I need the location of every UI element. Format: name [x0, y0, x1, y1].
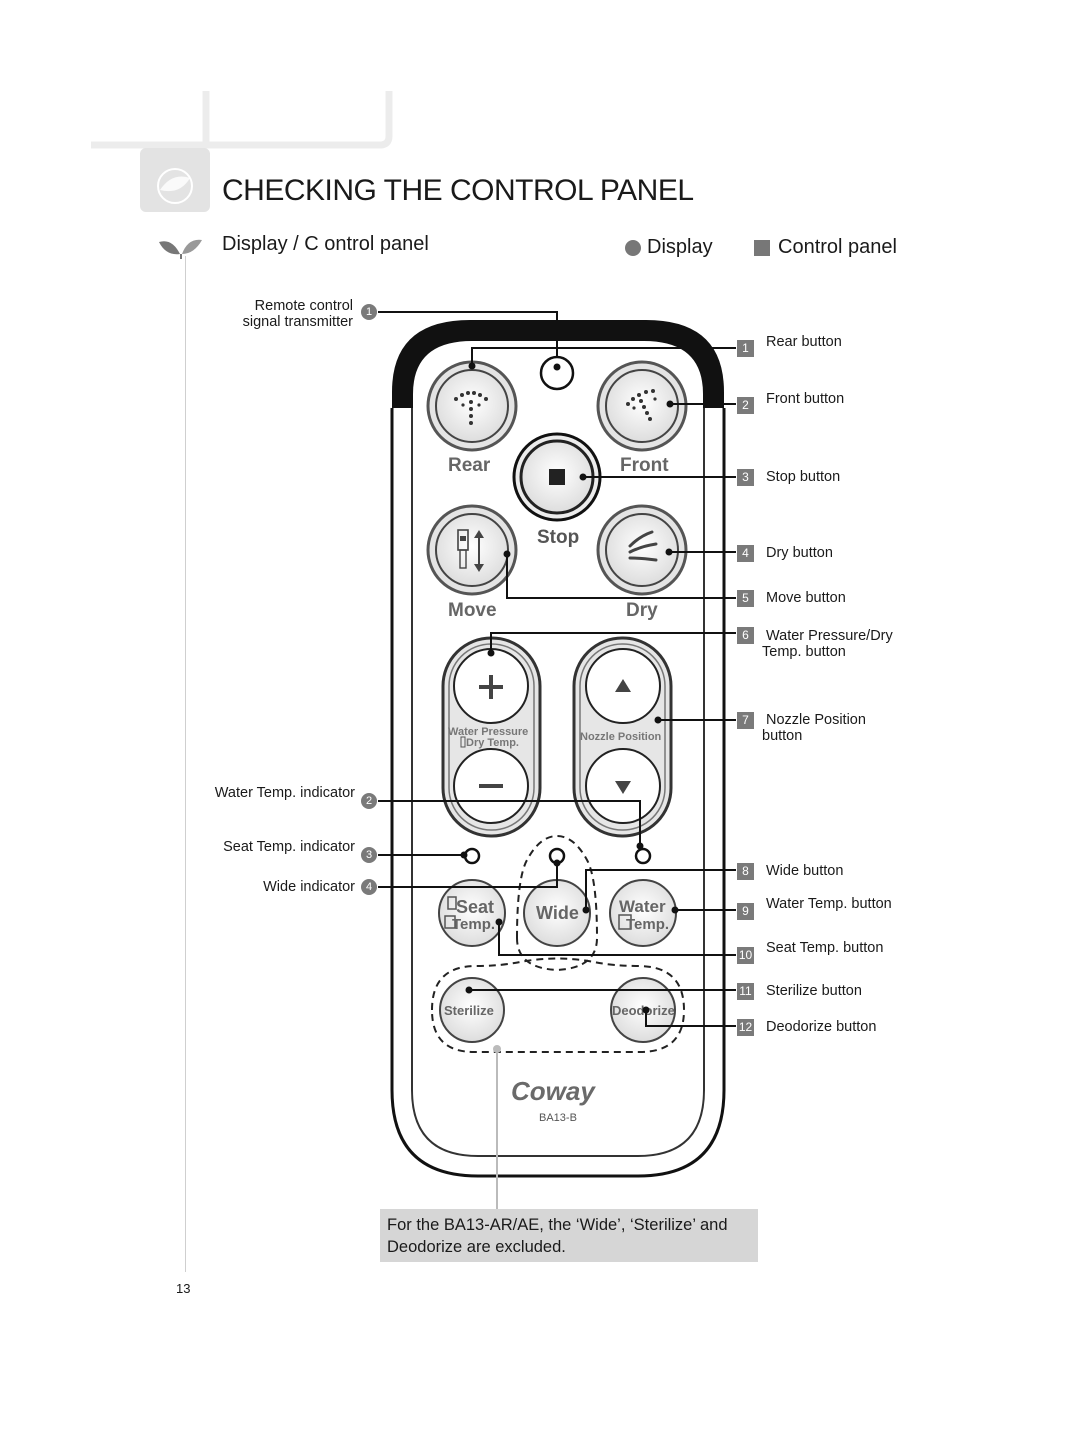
- sprout-icon: [159, 239, 202, 259]
- control-number-2: 2: [737, 397, 754, 414]
- control-number-6: 6: [737, 627, 754, 644]
- dry-temp-label: Dry Temp.: [466, 737, 519, 749]
- rear-button[interactable]: [426, 360, 518, 452]
- page-title: CHECKING THE CONTROL PANEL: [222, 174, 694, 207]
- brand-logo: Coway: [511, 1076, 596, 1106]
- section-subtitle: Display / C ontrol panel: [222, 233, 429, 255]
- margin-rule: [185, 256, 186, 1272]
- square-bullet-icon: [754, 240, 770, 256]
- seat-temp-indicator-icon: [447, 896, 457, 910]
- display-label-1: Remote control signal transmitter: [242, 298, 353, 330]
- seat-temp-level-icon: [444, 915, 456, 929]
- display-number-1: 1: [361, 304, 377, 320]
- control-number-12: 12: [737, 1019, 754, 1036]
- stop-square-icon: [549, 469, 565, 485]
- triangle-up-icon: [615, 679, 631, 692]
- display-label-4: Wide indicator: [263, 879, 355, 895]
- note-pointer-dot: [493, 1045, 501, 1053]
- plus-icon: [479, 675, 503, 699]
- control-number-1: 1: [737, 340, 754, 357]
- stop-label: Stop: [537, 527, 579, 548]
- control-label-4: Dry button: [766, 545, 833, 561]
- control-label-9: Water Temp. button: [766, 896, 892, 912]
- water-temp-level-icon: [618, 914, 632, 930]
- control-label-10: Seat Temp. button: [766, 940, 884, 956]
- sterilize-dashed-outline: [430, 957, 686, 1053]
- control-number-8: 8: [737, 863, 754, 880]
- water-temp-label: Temp.: [626, 916, 669, 933]
- water-pressure-label: Water Pressure: [448, 726, 528, 738]
- control-label-12: Deodorize button: [766, 1019, 877, 1035]
- water-label: Water: [619, 897, 666, 916]
- move-label: Move: [448, 600, 497, 621]
- signal-transmitter: [539, 355, 575, 391]
- dry-temp-indicator-icon: [460, 736, 466, 748]
- water-temp-led: [634, 847, 652, 865]
- control-number-4: 4: [737, 545, 754, 562]
- rear-spray-icon: [454, 391, 488, 425]
- control-label-6: Water Pressure/Dry Temp. button: [762, 628, 893, 660]
- control-label-7: Nozzle Position button: [762, 712, 866, 744]
- header-decoration: [91, 91, 393, 212]
- wide-label: Wide: [536, 903, 579, 923]
- control-label-5: Move button: [766, 590, 846, 606]
- control-label-8: Wide button: [766, 863, 844, 879]
- sterilize-label: Sterilize: [444, 1003, 494, 1018]
- circle-bullet-icon: [625, 240, 641, 256]
- control-number-5: 5: [737, 590, 754, 607]
- nozzle-down-button[interactable]: [585, 748, 661, 824]
- move-arrows-icon: [457, 529, 484, 572]
- wide-dashed-outline: [515, 834, 599, 972]
- seat-temp-label: Temp.: [452, 916, 495, 933]
- display-label-2: Water Temp. indicator: [214, 785, 355, 801]
- dry-button[interactable]: [596, 504, 688, 596]
- legend-control-panel: Control panel: [778, 236, 897, 258]
- triangle-down-icon: [615, 781, 631, 794]
- leader-lines: [378, 311, 736, 1027]
- display-label-3: Seat Temp. indicator: [223, 839, 355, 855]
- water-pressure-plus-button[interactable]: [453, 648, 529, 724]
- model-label: BA13-B: [539, 1112, 577, 1124]
- display-number-4: 4: [361, 879, 377, 895]
- leader-endpoints: [460, 362, 679, 1014]
- stop-button[interactable]: [512, 432, 602, 522]
- seat-label: Seat: [456, 897, 494, 917]
- legend-display: Display: [647, 236, 713, 258]
- control-label-11: Sterilize button: [766, 983, 862, 999]
- control-number-7: 7: [737, 712, 754, 729]
- move-button[interactable]: [426, 504, 518, 596]
- dry-wind-icon: [628, 530, 658, 562]
- model-note: For the BA13-AR/AE, the ‘Wide’, ‘Sterili…: [380, 1209, 758, 1262]
- page-number: 13: [176, 1281, 191, 1296]
- control-label-3: Stop button: [766, 469, 841, 485]
- dry-label: Dry: [626, 600, 658, 621]
- control-number-3: 3: [737, 469, 754, 486]
- display-number-3: 3: [361, 847, 377, 863]
- nozzle-up-button[interactable]: [585, 648, 661, 724]
- control-number-9: 9: [737, 903, 754, 920]
- display-number-2: 2: [361, 793, 377, 809]
- water-pressure-minus-button[interactable]: [453, 748, 529, 824]
- front-button[interactable]: [596, 360, 688, 452]
- leaf-icon: [157, 168, 193, 204]
- nozzle-position-label: Nozzle Position: [580, 731, 662, 743]
- control-label-2: Front button: [766, 391, 845, 407]
- sterilize-button[interactable]: [439, 977, 505, 1043]
- control-number-10: 10: [737, 947, 754, 964]
- control-label-1: Rear button: [766, 334, 842, 350]
- front-spray-icon: [626, 389, 657, 421]
- rear-label: Rear: [448, 455, 491, 476]
- front-label: Front: [620, 455, 669, 476]
- control-number-11: 11: [737, 983, 754, 1000]
